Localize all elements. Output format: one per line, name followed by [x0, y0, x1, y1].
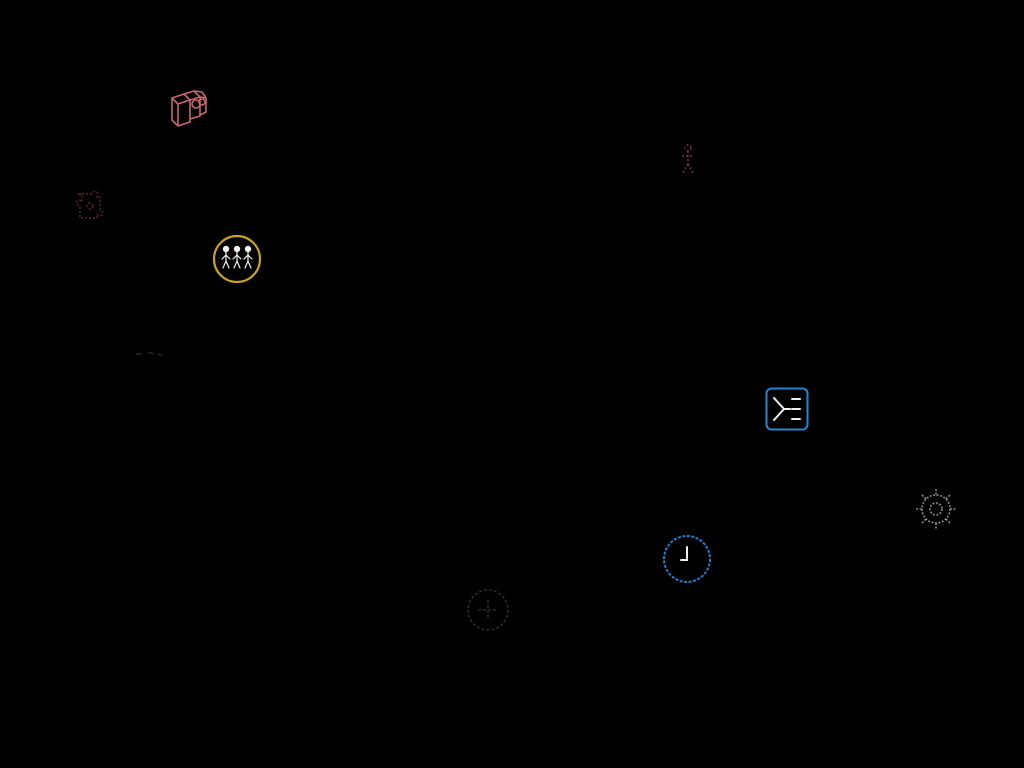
clock-icon[interactable]: [661, 533, 713, 585]
people-walking-icon[interactable]: [211, 233, 263, 285]
small-figure-icon[interactable]: [672, 140, 704, 180]
faint-mark-icon: [132, 346, 166, 362]
gear-icon[interactable]: [912, 484, 960, 534]
dim-circle-icon[interactable]: [462, 584, 514, 636]
branch-merge-icon[interactable]: [764, 386, 810, 432]
puzzle-piece-icon[interactable]: [72, 188, 106, 224]
stacked-cubes-icon[interactable]: [166, 86, 210, 130]
